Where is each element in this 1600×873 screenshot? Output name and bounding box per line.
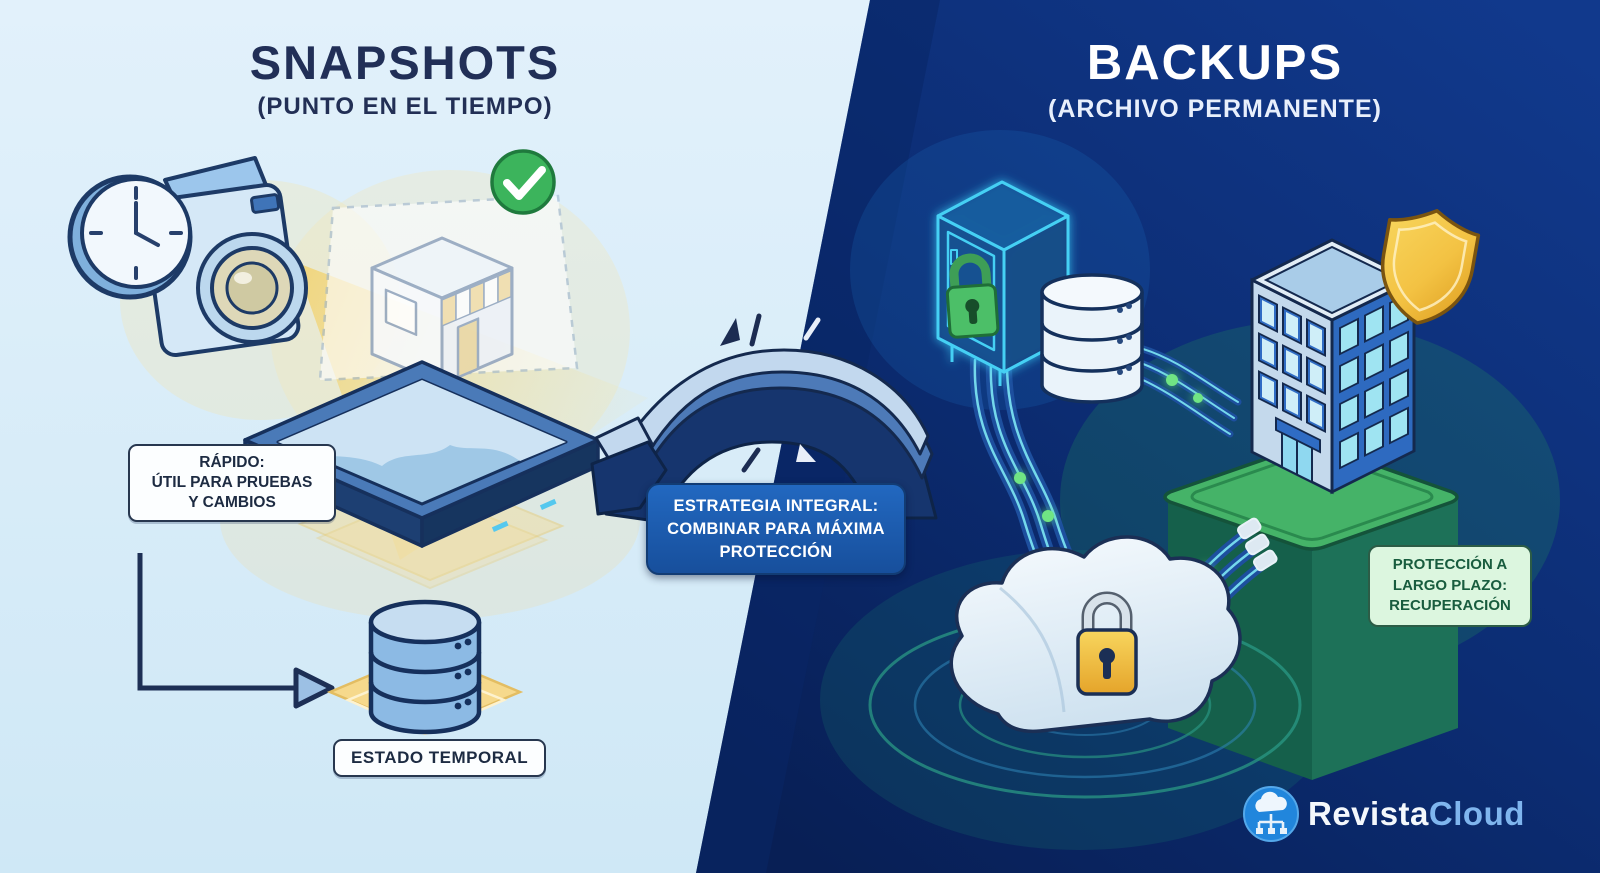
check-badge-icon (490, 149, 556, 215)
shield-icon (1380, 209, 1481, 325)
database-icon (1040, 273, 1144, 404)
brand-secondary: Cloud (1428, 795, 1525, 832)
bridge-icon (590, 348, 938, 524)
backups-subtitle: (ARCHIVO PERMANENTE) (1048, 95, 1382, 124)
snapshots-title: SNAPSHOTS (249, 36, 561, 89)
gold-padlock-icon (1076, 591, 1138, 696)
brand-primary: Revista (1308, 795, 1429, 832)
sparkle-icons (720, 313, 821, 473)
corner-arrow-icon (137, 553, 335, 709)
protection-label-box: PROTECCIÓN A LARGO PLAZO: RECUPERACIÓN (1368, 545, 1532, 628)
backups-title-block: BACKUPS (ARCHIVO PERMANENTE) (990, 36, 1440, 124)
logo-spacer (1244, 787, 1298, 841)
snapshots-title-block: SNAPSHOTS (PUNTO EN EL TIEMPO) (180, 38, 630, 121)
strategy-label-box: ESTRATEGIA INTEGRAL: COMBINAR PARA MÁXIM… (646, 483, 906, 576)
brand-logo: RevistaCloud (1244, 787, 1525, 841)
hologram-store-icon (318, 194, 579, 386)
brand-text: RevistaCloud (1308, 795, 1525, 833)
clock-camera-icon (67, 156, 308, 358)
green-padlock-icon (945, 253, 1000, 339)
cloud-network-icon (1243, 786, 1299, 842)
fast-label-box: RÁPIDO: ÚTIL PARA PRUEBAS Y CAMBIOS (128, 444, 336, 523)
building-icon (1250, 238, 1416, 495)
database-icon (326, 599, 524, 736)
snapshots-subtitle: (PUNTO EN EL TIEMPO) (257, 93, 553, 121)
temp-state-label-box: ESTADO TEMPORAL (333, 739, 547, 778)
backups-title: BACKUPS (1086, 36, 1344, 90)
